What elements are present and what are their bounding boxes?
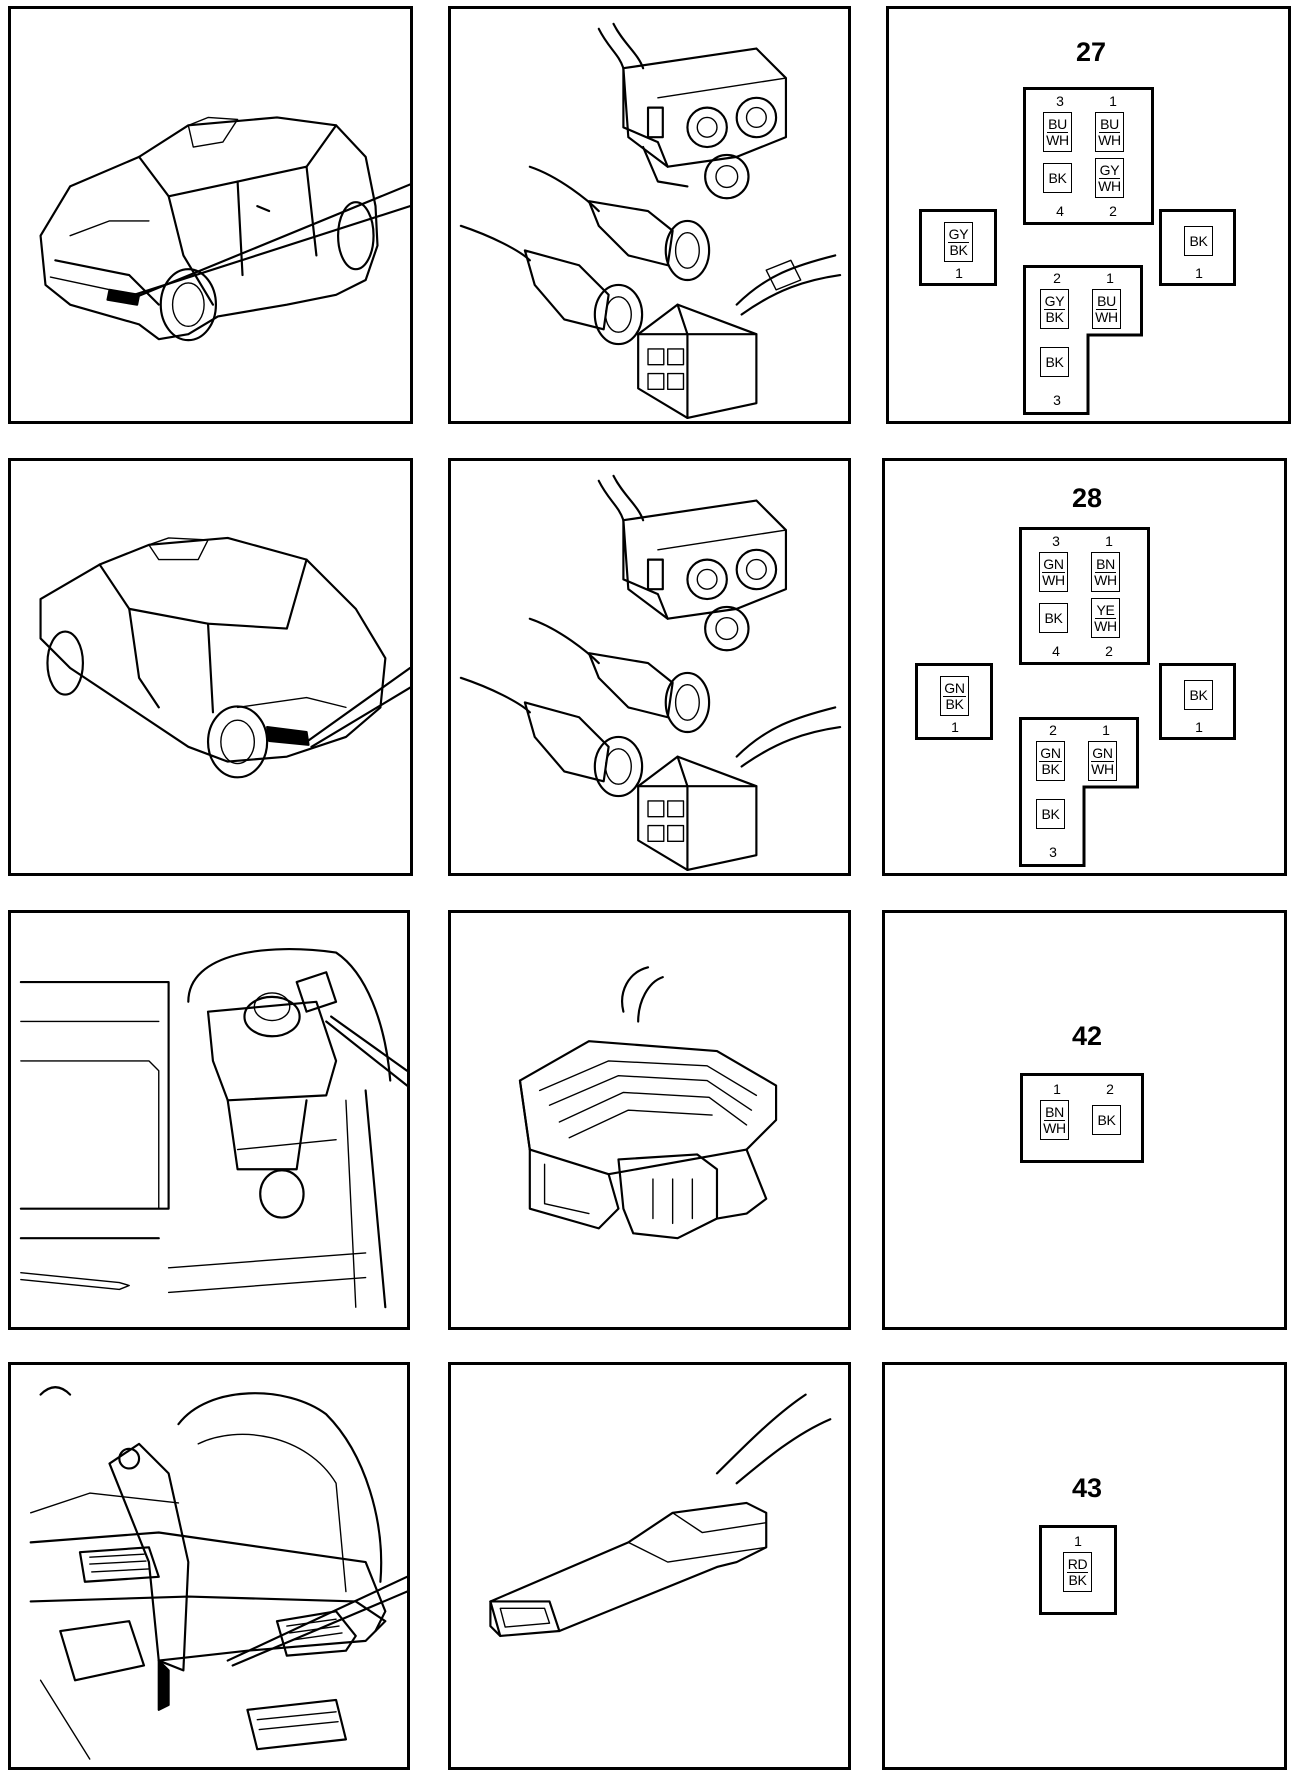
connector-block-right: BK 1 [1159, 209, 1236, 286]
connector-detail-panel-42 [448, 910, 851, 1330]
location-panel-43 [8, 1362, 410, 1770]
location-panel-42 [8, 910, 410, 1330]
connector-detail-panel-27 [448, 6, 851, 424]
location-panel-28 [8, 458, 413, 876]
connector-block-right: BK 1 [1159, 663, 1236, 740]
location-panel-27 [8, 6, 413, 424]
connector-housing-illustration [459, 474, 842, 872]
connector-housing-illustration [489, 1393, 832, 1638]
pin-cell: BK [1184, 226, 1213, 256]
component-number: 27 [1075, 37, 1107, 67]
pin-cell: BK [1043, 163, 1072, 193]
pin-cell: BK [1092, 1105, 1121, 1135]
component-number: 42 [1071, 1021, 1103, 1051]
pin-cell: BK [1040, 347, 1069, 377]
connector-housing-illustration [459, 22, 842, 420]
pin-cell: BK [1036, 799, 1065, 829]
connector-detail-panel-43 [448, 1362, 851, 1770]
pin-cell: BK [1184, 680, 1213, 710]
component-number: 43 [1071, 1473, 1103, 1503]
car-front-quarter-illustration [39, 536, 410, 779]
component-number: 28 [1071, 483, 1103, 513]
interior-console-illustration [29, 1386, 407, 1760]
pin-cell: BK [1039, 603, 1068, 633]
car-front-quarter-illustration [39, 116, 410, 342]
connector-housing-illustration [518, 966, 778, 1240]
connector-detail-panel-28 [448, 458, 851, 876]
engine-bay-illustration [19, 948, 407, 1309]
